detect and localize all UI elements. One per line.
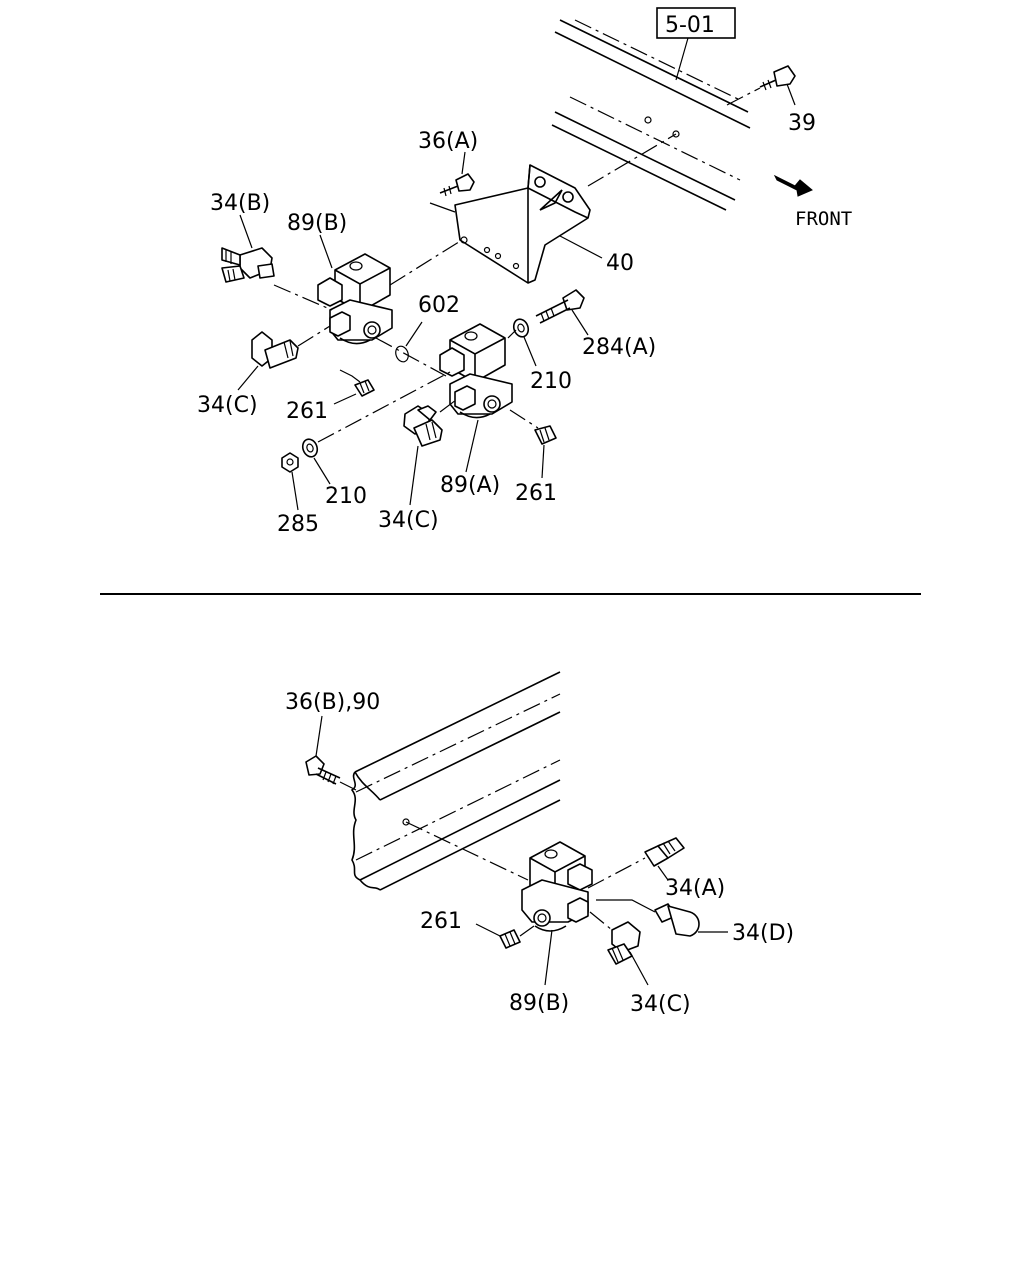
plug-261-left — [354, 379, 375, 397]
plug-261-lower — [499, 929, 521, 949]
label-39: 39 — [788, 111, 816, 136]
front-direction-label: FRONT — [795, 208, 852, 230]
bracket-40 — [454, 164, 591, 284]
label-261-right: 261 — [515, 481, 557, 506]
nut-285 — [281, 452, 299, 473]
label-34a: 34(A) — [665, 876, 725, 901]
fitting-34c-left — [251, 331, 299, 369]
label-34c-mid: 34(C) — [378, 508, 439, 533]
cap-34d — [654, 903, 700, 937]
label-261-lower: 261 — [420, 909, 462, 934]
label-89a: 89(A) — [440, 473, 500, 498]
front-arrow-icon — [773, 174, 813, 197]
label-89b-lower: 89(B) — [509, 991, 569, 1016]
washer-210-right — [512, 318, 530, 338]
bolt-36a — [439, 173, 475, 197]
fitting-34c-mid — [403, 405, 443, 447]
fitting-34b — [221, 247, 275, 283]
reference-box[interactable]: 5-01 — [656, 7, 736, 39]
label-34c-left: 34(C) — [197, 393, 258, 418]
valve-89b-lower — [521, 841, 593, 932]
label-34c-lower: 34(C) — [630, 992, 691, 1017]
label-210-right: 210 — [530, 369, 572, 394]
label-261-left: 261 — [286, 399, 328, 424]
label-34b: 34(B) — [210, 191, 270, 216]
svg-text:5-01: 5-01 — [665, 13, 715, 38]
oring-602 — [395, 345, 409, 363]
washer-210-bottom — [301, 438, 319, 458]
label-89b-upper: 89(B) — [287, 211, 347, 236]
label-602: 602 — [418, 293, 460, 318]
label-285: 285 — [277, 512, 319, 537]
valve-89a — [439, 323, 513, 419]
label-36b-90: 36(B),90 — [285, 690, 380, 715]
bolt-39 — [759, 65, 796, 91]
valve-89b-upper — [317, 253, 393, 345]
label-210-bottom: 210 — [325, 484, 367, 509]
label-284a: 284(A) — [582, 335, 656, 360]
frame-rail-upper — [551, 19, 751, 211]
fitting-34a — [644, 837, 685, 867]
fitting-34c-lower — [607, 921, 641, 965]
plug-261-right — [534, 425, 557, 445]
bolt-36b-90 — [305, 755, 341, 785]
label-40: 40 — [606, 251, 634, 276]
label-36a: 36(A) — [418, 129, 478, 154]
label-34d: 34(D) — [732, 921, 794, 946]
frame-rail-lower — [350, 671, 561, 891]
bolt-284a — [535, 289, 585, 324]
